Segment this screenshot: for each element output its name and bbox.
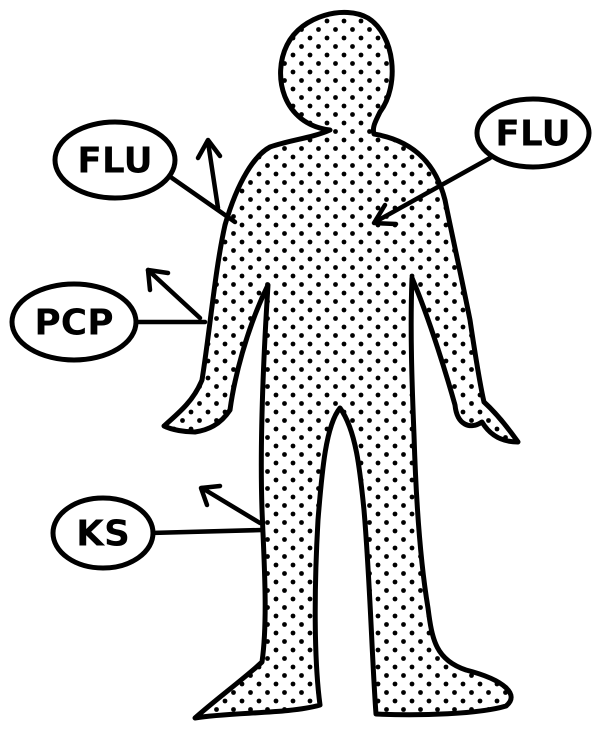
label-flu-right-text: FLU bbox=[495, 114, 570, 155]
label-pcp: PCP bbox=[12, 284, 136, 360]
arrow-ks bbox=[201, 486, 260, 523]
label-flu-left-text: FLU bbox=[77, 141, 152, 182]
arrow-pcp bbox=[148, 270, 200, 318]
human-figure bbox=[164, 12, 518, 718]
label-ks-text: KS bbox=[76, 514, 130, 555]
label-flu-left: FLU bbox=[55, 122, 175, 198]
label-flu-right: FLU bbox=[477, 99, 589, 167]
connector-flu-left bbox=[172, 178, 235, 222]
label-pcp-text: PCP bbox=[34, 303, 113, 344]
connector-ks bbox=[150, 530, 262, 533]
label-ks: KS bbox=[53, 498, 153, 568]
